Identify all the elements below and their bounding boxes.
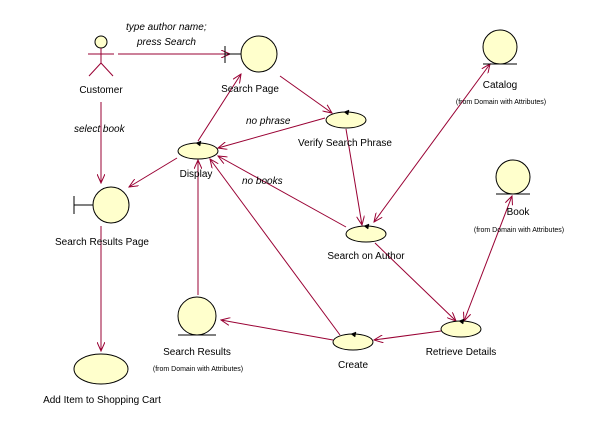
edge-retrieve-details-to-create [374,330,442,340]
edge-search-on-author-to-retrieve-details [374,242,456,321]
edge-create-to-display [210,159,341,336]
edge-display-to-search-results-page [129,157,178,187]
edge-label-select-book: select book [74,124,126,135]
add-item-label: Add Item to Shopping Cart [43,395,161,406]
catalog-note: (from Domain with Attributes) [456,99,546,106]
edge-label-no-books: no books [242,176,283,187]
edge-retrieve-details-book [464,196,512,321]
retrieve-details-label: Retrieve Details [426,347,497,358]
customer-actor [88,35,114,77]
edge-search-on-author-to-display [218,156,347,228]
search-results-page-label: Search Results Page [55,237,149,248]
display-control [177,140,219,160]
retrieve-details-control [440,318,482,338]
edge-search-page-to-verify [279,75,332,113]
search-results-note: (from Domain with Attributes) [153,366,243,373]
edge-label-type-author: type author name; [126,22,207,33]
search-on-author-control [345,223,387,243]
display-label: Display [180,169,213,180]
create-label: Create [338,360,368,371]
customer-label: Customer [79,85,123,96]
search-on-author-label: Search on Author [327,251,405,262]
search-results-page-boundary [73,186,130,224]
verify-search-phrase-label: Verify Search Phrase [298,138,392,149]
edge-display-to-search-page [197,74,241,142]
search-results-label: Search Results [163,347,231,358]
edge-verify-to-search-on-author [345,128,362,225]
search-results-entity [177,296,217,336]
search-page-boundary [224,35,278,73]
edge-create-to-search-results [221,320,334,341]
search-page-label: Search Page [221,84,279,95]
book-note: (from Domain with Attributes) [474,227,564,234]
catalog-entity [482,29,518,65]
edge-label-press-search: press Search [136,37,196,48]
book-entity [495,159,531,195]
edge-label-no-phrase: no phrase [246,116,291,127]
edge-search-on-author-catalog [374,64,490,222]
create-control [332,331,374,351]
edge-verify-to-display [218,117,326,148]
add-item-use-case [73,353,129,385]
verify-search-phrase-control [325,109,367,129]
catalog-label: Catalog [483,80,517,91]
book-label: Book [507,207,531,218]
